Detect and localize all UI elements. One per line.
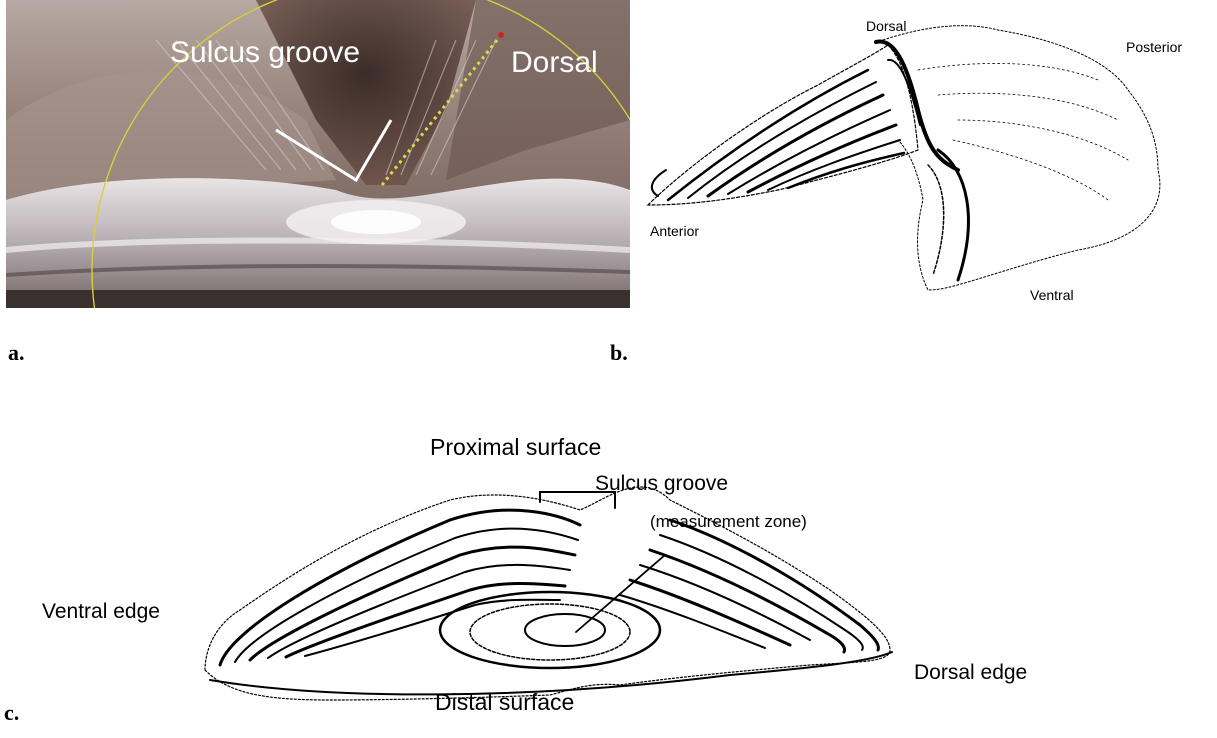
- panel-a-label: a.: [8, 340, 25, 366]
- distal-surface-label: Distal surface: [435, 689, 574, 715]
- panel-c-label: c.: [4, 700, 19, 726]
- b-posterior-label: Posterior: [1126, 39, 1182, 55]
- measurement-zone-label: (measurement zone): [650, 512, 807, 531]
- dorsal-label: Dorsal: [511, 46, 598, 79]
- b-ventral-label: Ventral: [1030, 287, 1074, 303]
- proximal-surface-label: Proximal surface: [430, 434, 601, 460]
- shell-section-photo: Sulcus groove Dorsal: [6, 0, 630, 308]
- panel-a-photo: Sulcus groove Dorsal: [6, 0, 630, 308]
- b-anterior-label: Anterior: [650, 223, 699, 239]
- c-sulcus-groove-label: Sulcus groove: [595, 472, 728, 495]
- ventral-edge-label: Ventral edge: [42, 600, 160, 623]
- shell-drawing-b: Dorsal Posterior Anterior Ventral: [638, 0, 1217, 310]
- panel-c-diagram: Proximal surface Sulcus groove (measurem…: [30, 400, 1180, 730]
- panel-b-label: b.: [610, 340, 628, 366]
- sulcus-groove-label: Sulcus groove: [170, 36, 360, 69]
- dorsal-marker: [498, 32, 504, 38]
- b-dorsal-label: Dorsal: [866, 18, 906, 34]
- panel-b-drawing: Dorsal Posterior Anterior Ventral: [638, 0, 1217, 310]
- dorsal-edge-label: Dorsal edge: [914, 661, 1027, 684]
- cross-section-diagram: Proximal surface Sulcus groove (measurem…: [30, 400, 1180, 730]
